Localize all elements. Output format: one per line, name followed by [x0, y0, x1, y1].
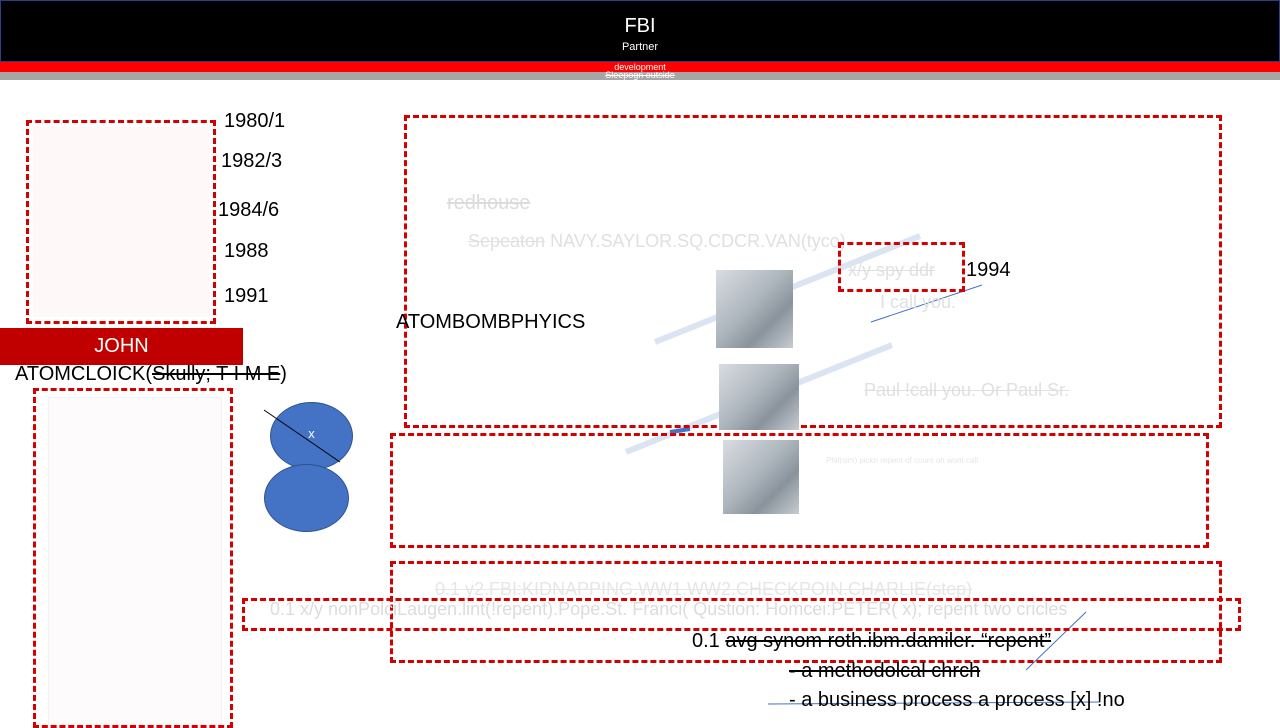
- red-bar: [0, 62, 1280, 72]
- blue-circle: [270, 402, 353, 470]
- page-title: FBI: [624, 15, 656, 37]
- i-call-you-label: I call you.: [880, 292, 957, 312]
- xy-spy-label: x/y spy ddr: [848, 260, 936, 280]
- kidnapping-line: 0.1 y2.FBI:KIDNAPPING.WW1.WW2.CHECKPOIN.…: [435, 579, 973, 599]
- dashed-frame-strip: [242, 598, 1241, 631]
- portrait-photo: [716, 270, 793, 348]
- atomclock-label: ATOMCLOICK(Skully; T I M E): [15, 363, 287, 386]
- avg-struck: avg synom roth.ibm.damiler. “repent”: [725, 630, 1052, 652]
- header-bar: [0, 0, 1280, 62]
- dashed-frame-bottom: [390, 561, 1222, 663]
- year-label: 1991: [224, 285, 269, 307]
- navy-text: NAVY.SAYLOR.SQ.CDCR.VAN(tyco): [545, 231, 846, 251]
- faint-image: [33, 127, 209, 317]
- blue-circle: [264, 464, 349, 532]
- year-label: 1984/6: [218, 199, 280, 221]
- avg-line: 0.1 avg synom roth.ibm.damiler. “repent”: [692, 630, 1051, 653]
- name-banner: JOHN: [0, 328, 243, 365]
- atombomb-label: ATOMBOMBPHYICS: [396, 311, 585, 334]
- portrait-photo: [723, 440, 799, 514]
- year-label: 1988: [224, 240, 269, 262]
- portrait-photo: [719, 364, 799, 430]
- redhouse-label: redhouse: [447, 192, 531, 214]
- diagonal-line: [263, 409, 341, 463]
- atomclock-prefix: ATOMCLOICK(: [15, 363, 153, 385]
- year-label: 1982/3: [221, 150, 283, 172]
- sepeaton-line: Sepeaton NAVY.SAYLOR.SQ.CDCR.VAN(tyco): [468, 231, 846, 252]
- faint-image: [48, 397, 222, 725]
- red-bar-label: development: [614, 62, 666, 72]
- phillips-line: Phil(sim) pickn repent of cours oh wont …: [826, 456, 979, 465]
- gray-bar: [0, 72, 1280, 80]
- circle-mark: x: [308, 426, 315, 441]
- dashed-frame-main: [404, 115, 1222, 428]
- gray-bar-label: Sleepogn outside: [605, 70, 675, 80]
- blue-line: [767, 701, 1101, 705]
- avg-prefix: 0.1: [692, 630, 726, 652]
- methodical-line: - a methodolcal chrch: [789, 660, 981, 682]
- dashed-frame-left-bottom: [33, 388, 233, 728]
- atombomb-text: ATOMBOMBPHYICS: [396, 311, 586, 333]
- business-line: - a business process a process [x] !no: [789, 689, 1125, 711]
- year-1994-label: 1994: [966, 259, 1011, 281]
- nonpolci-line: 0.1 x/y nonPolciLaugen.lint(!repent).Pop…: [270, 599, 1068, 619]
- year-label: 1980/1: [224, 110, 286, 132]
- atomclock-struck: Skully; T I M E: [152, 363, 281, 385]
- dashed-frame-spy: [838, 242, 965, 292]
- page-subtitle: Partner: [621, 41, 659, 53]
- dashed-frame-left-top: [26, 120, 216, 324]
- blue-segment: [669, 427, 691, 434]
- paul-line: Paul !call you. Or Paul Sr.: [864, 380, 1070, 400]
- dashed-frame-middle: [390, 433, 1209, 548]
- sepeaton-struck: Sepeaton: [468, 231, 546, 251]
- atomclock-suffix: ): [280, 363, 287, 385]
